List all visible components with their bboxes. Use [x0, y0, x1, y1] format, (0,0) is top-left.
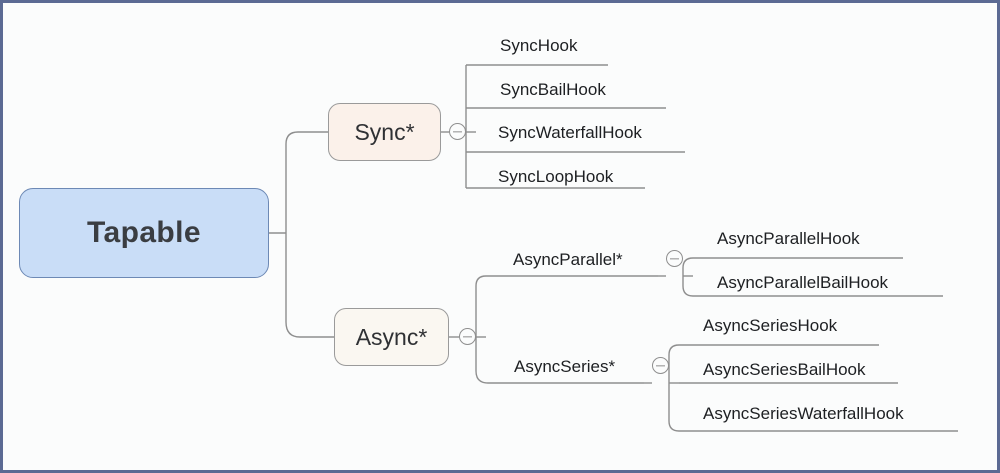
leaf-async-parallel-bail-hook[interactable]: AsyncParallelBailHook	[717, 273, 889, 292]
edge-apara-trunk	[682, 257, 694, 297]
leaf-async-series-hook[interactable]: AsyncSeriesHook	[703, 316, 838, 335]
leaf-async-series-bail-hook[interactable]: AsyncSeriesBailHook	[703, 360, 866, 379]
collapse-minus-icon-async-parallel[interactable]	[666, 250, 683, 267]
leaf-sync-loop-hook[interactable]: SyncLoopHook	[498, 167, 614, 186]
node-sync-label: Sync*	[354, 118, 415, 145]
edge-root-to-async	[285, 321, 334, 338]
leaf-async-series-waterfall-hook[interactable]: AsyncSeriesWaterfallHook	[703, 404, 904, 423]
node-async-label: Async*	[355, 323, 428, 350]
leaf-sync-waterfall-hook[interactable]: SyncWaterfallHook	[498, 123, 642, 142]
edge-root-to-sync	[285, 131, 328, 145]
leaf-sync-bail-hook[interactable]: SyncBailHook	[500, 80, 606, 99]
node-tapable-label: Tapable	[87, 216, 201, 249]
node-async-series[interactable]: AsyncSeries*	[514, 357, 616, 376]
leaf-sync-hook[interactable]: SyncHook	[500, 36, 578, 55]
node-async-parallel[interactable]: AsyncParallel*	[513, 250, 623, 269]
node-sync[interactable]: Sync*	[328, 103, 441, 161]
leaf-async-parallel-hook[interactable]: AsyncParallelHook	[717, 229, 860, 248]
collapse-minus-icon-sync[interactable]	[449, 123, 466, 140]
collapse-minus-icon-async-series[interactable]	[652, 357, 669, 374]
edge-async-to-parallel	[475, 275, 658, 287]
node-tapable[interactable]: Tapable	[19, 188, 269, 278]
edge-aser-trunk	[668, 344, 680, 432]
node-async[interactable]: Async*	[334, 308, 449, 366]
collapse-minus-icon-async[interactable]	[459, 328, 476, 345]
